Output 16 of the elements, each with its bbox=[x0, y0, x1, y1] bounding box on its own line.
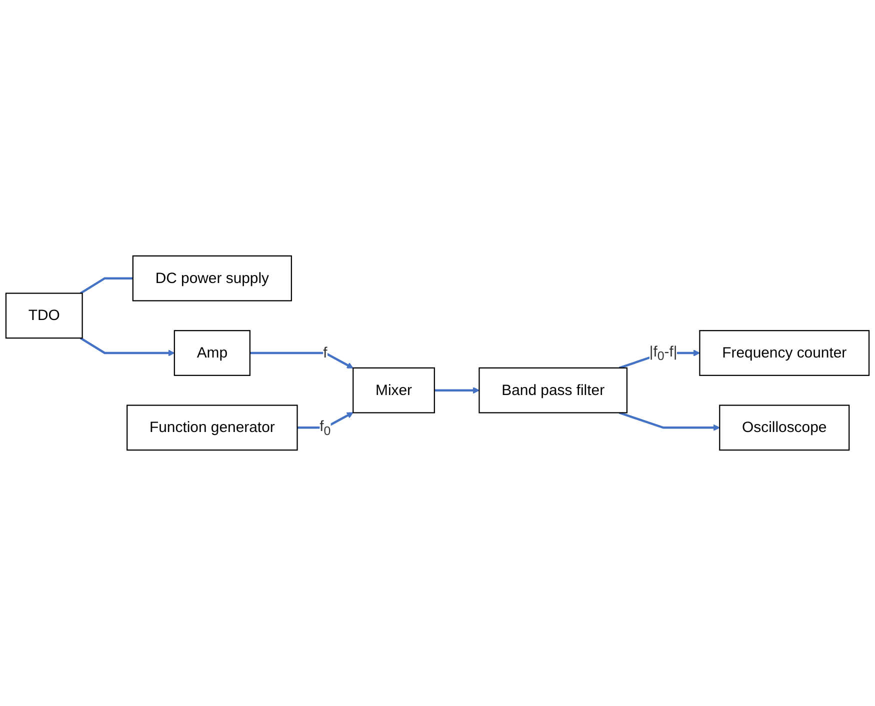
node-box: Band pass filter bbox=[478, 367, 628, 414]
node-box: Function generator bbox=[126, 404, 298, 451]
arrow bbox=[618, 412, 720, 431]
node-box: Oscilloscope bbox=[719, 404, 850, 451]
arrow bbox=[80, 337, 175, 356]
node-box: Mixer bbox=[352, 367, 435, 414]
node-box: TDO bbox=[5, 292, 83, 339]
node-box: Amp bbox=[174, 330, 250, 376]
arrow bbox=[250, 352, 354, 368]
edge-label: |f$_{0}$-f| bbox=[649, 344, 678, 364]
edge-label: f bbox=[323, 344, 328, 362]
node-box: DC power supply bbox=[132, 255, 292, 302]
edge-label: f$_{0}$ bbox=[320, 418, 331, 438]
arrow bbox=[434, 387, 480, 394]
node-box: Frequency counter bbox=[699, 330, 870, 376]
connector bbox=[80, 277, 133, 294]
